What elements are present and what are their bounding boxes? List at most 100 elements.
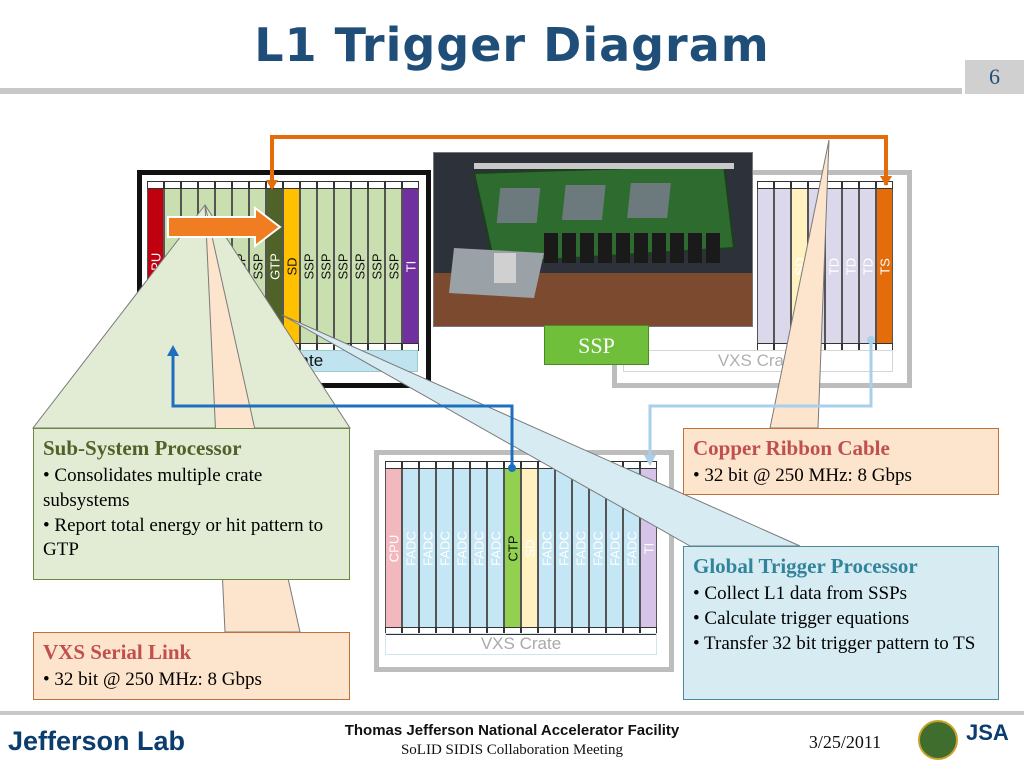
crate-fadc-slot-ctp: CTP xyxy=(504,467,521,629)
crate-ssp-slot-cap xyxy=(300,181,317,189)
crate-fadc-slot-cap xyxy=(589,627,606,635)
crate-fadc-slot-cap xyxy=(470,461,487,469)
crate-fadc-slot-cap xyxy=(640,461,657,469)
crate-ssp-slot-label: SSP xyxy=(352,253,367,280)
crate-fadc-slot-cap xyxy=(504,627,521,635)
doe-seal-icon xyxy=(918,720,958,760)
crate-ssp-slot-label: SSP xyxy=(369,253,384,280)
footer-facility: Thomas Jefferson National Accelerator Fa… xyxy=(344,722,680,739)
crate-ssp-slot-label: SD xyxy=(284,257,299,276)
crate-ssp-slot-label: SSP xyxy=(301,253,316,280)
crate-fadc-slot-cap xyxy=(589,461,606,469)
crate-fadc-slot-cap xyxy=(385,461,402,469)
crate-ssp-slot-cap xyxy=(215,181,232,189)
jsa-logo: JSA xyxy=(966,720,1009,745)
crate-ts-slot-cap xyxy=(757,181,774,189)
crate-fadc-slot-label: FADC xyxy=(624,531,639,566)
crate-ssp-slot-cap xyxy=(164,181,181,189)
crate-ts-slot-cap xyxy=(842,181,859,189)
crate-fadc-slot-label: FADC xyxy=(437,531,452,566)
crate-fadc-slot-label: FADC xyxy=(420,531,435,566)
crate-ts-slot-label: TD xyxy=(809,257,824,276)
crate-ts-label: VXS Crate xyxy=(623,350,893,372)
crate-fadc-slot-cap xyxy=(521,461,538,469)
crate-fadc-slot-cap xyxy=(606,627,623,635)
title-divider xyxy=(0,88,962,94)
crate-fadc-slot-cap xyxy=(504,461,521,469)
crate-fadc-slot-cap xyxy=(436,627,453,635)
crate-ts-slot-label: SD xyxy=(792,257,807,276)
crate-ts-slot-label: TS xyxy=(877,258,892,275)
gtp-callout: Global Trigger Processor • Collect L1 da… xyxy=(683,546,999,700)
crate-ssp-slot-label: SSP xyxy=(250,253,265,280)
crate-fadc-slot-label: FADC xyxy=(590,531,605,566)
gtp-callout-bullet-3: • Transfer 32 bit trigger pattern to TS xyxy=(693,632,976,654)
crate-ts-slot-cap xyxy=(791,181,808,189)
crate-ssp-slot-label: SSP xyxy=(199,253,214,280)
crate-ts-slot-cap xyxy=(808,181,825,189)
crate-fadc-slot-label: FADC xyxy=(556,531,571,566)
crate-fadc-slot-cap xyxy=(402,627,419,635)
crate-ssp-slot-ssp: SSP xyxy=(198,187,215,345)
crate-fadc-slot-fadc: FADC xyxy=(538,467,555,629)
crate-ssp-slot-ssp: SSP xyxy=(232,187,249,345)
crate-fadc-slot-fadc: FADC xyxy=(419,467,436,629)
crate-ssp-slot-label: SSP xyxy=(182,253,197,280)
crate-ssp-slot-ssp: SSP xyxy=(334,187,351,345)
crate-fadc-slot-cap xyxy=(487,461,504,469)
crate-ts-slot-cap xyxy=(774,181,791,189)
crate-fadc-slot-label: CTP xyxy=(505,535,520,562)
crate-ssp-slot-label: CPU xyxy=(148,252,163,281)
crate-ts-slot-label: TD xyxy=(843,257,858,276)
crate-ssp-slot-ssp: SSP xyxy=(249,187,266,345)
crate-ts-slot-td: TD xyxy=(842,187,859,345)
footer-date: 3/25/2011 xyxy=(808,732,882,752)
crate-ssp-slot-cap xyxy=(334,181,351,189)
crate-ts-slot-blank xyxy=(774,187,791,345)
crate-fadc-slot-cap xyxy=(487,627,504,635)
crate-fadc-slot-cpu: CPU xyxy=(385,467,402,629)
crate-ssp-slot-cap xyxy=(232,181,249,189)
ssp-board-illustration xyxy=(434,153,752,326)
crate-fadc-slot-cap xyxy=(453,627,470,635)
crate-ssp-slot-cap xyxy=(181,181,198,189)
crate-fadc-slot-fadc: FADC xyxy=(606,467,623,629)
crate-ts-slot-td: TD xyxy=(808,187,825,345)
crate-ssp-slot-cap xyxy=(368,181,385,189)
crate-ssp-slot-ssp: SSP xyxy=(300,187,317,345)
crate-ts-slot-td: TD xyxy=(825,187,842,345)
crate-fadc-label: VXS Crate xyxy=(385,633,657,655)
crate-fadc-slot-cap xyxy=(436,461,453,469)
crate-ssp-slot-label: GTP xyxy=(267,253,282,280)
crate-ssp-slot-gtp: GTP xyxy=(266,187,283,345)
gtp-callout-bullet-1: • Collect L1 data from SSPs xyxy=(693,583,908,605)
crate-ssp-slot-ssp: SSP xyxy=(317,187,334,345)
jefferson-lab-logo: Jefferson Lab xyxy=(8,726,186,756)
crate-ssp-slot-cap xyxy=(351,181,368,189)
crate-ssp-label: VXS Crate xyxy=(148,350,418,372)
crate-fadc-slot-cap xyxy=(623,461,640,469)
ssp-callout: Sub-System Processor • Consolidates mult… xyxy=(33,428,350,580)
crate-ssp-slot-cap xyxy=(147,181,164,189)
crate-ssp-slot-label: SSP xyxy=(216,253,231,280)
crate-ssp-slot-label: SSP xyxy=(165,253,180,280)
ssp-board-photo xyxy=(433,152,753,327)
crate-fadc-slot-fadc: FADC xyxy=(402,467,419,629)
crate-fadc-slot-label: FADC xyxy=(539,531,554,566)
crate-fadc-slot-cap xyxy=(640,627,657,635)
footer-divider xyxy=(0,711,1024,715)
crate-ts-slot-td: TD xyxy=(859,187,876,345)
crate-ssp-slot-cpu: CPU xyxy=(147,187,164,345)
crate-fadc-slot-label: FADC xyxy=(403,531,418,566)
crate-ssp-slot-sd: SD xyxy=(283,187,300,345)
crate-fadc-slot-cap xyxy=(555,461,572,469)
crate-ssp-slot-ssp: SSP xyxy=(181,187,198,345)
crate-fadc-slot-label: FADC xyxy=(471,531,486,566)
crate-ssp-slot-label: TI xyxy=(403,260,418,273)
ssp-callout-heading: Sub-System Processor xyxy=(43,436,242,460)
crate-ts-slot-cap xyxy=(859,181,876,189)
crate-ssp-slot-cap xyxy=(283,181,300,189)
vxs-callout-heading: VXS Serial Link xyxy=(43,640,192,664)
crate-ssp-slot-label: SSP xyxy=(386,253,401,280)
